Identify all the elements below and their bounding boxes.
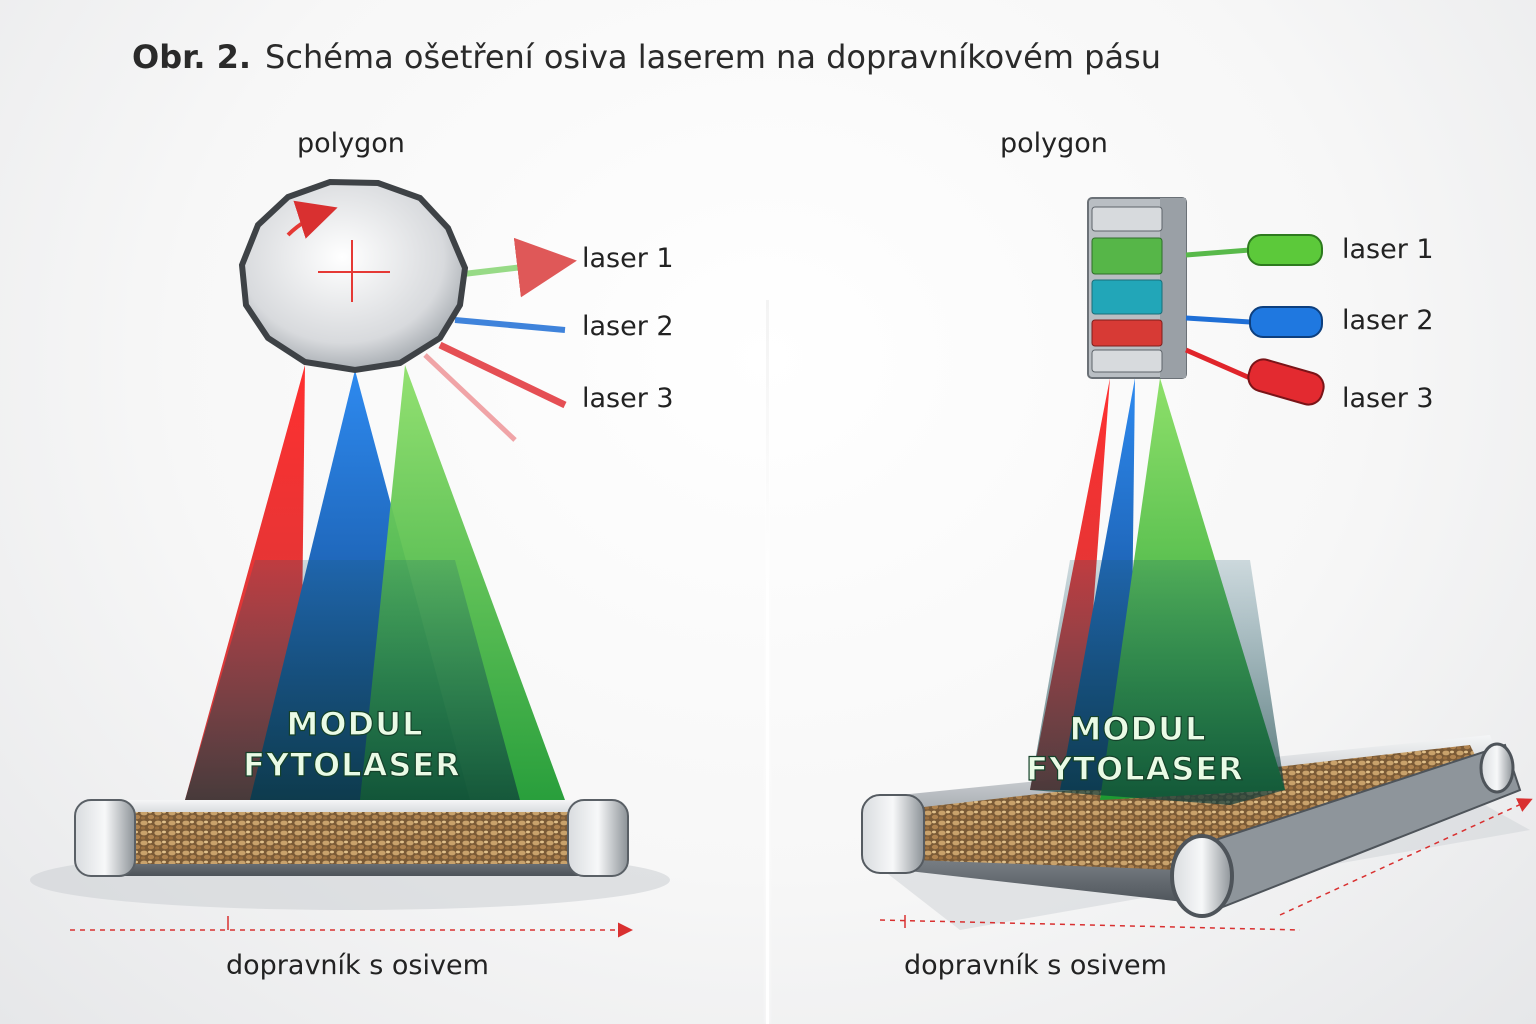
laser-3-label-2: laser 3: [1342, 383, 1434, 414]
module-body-2: [1030, 560, 1285, 805]
laser-2-label-2: laser 2: [1342, 305, 1434, 336]
polygon-label: polygon: [297, 128, 405, 159]
panel-left: MODUL FYTOLASER: [30, 178, 670, 938]
figure-title: Schéma ošetření osiva laserem na dopravn…: [265, 38, 1161, 76]
polygon-label-2: polygon: [1000, 128, 1108, 159]
module-text-line-2: FYTOLASER: [243, 746, 461, 784]
laser-1-label-2: laser 1: [1342, 234, 1434, 265]
facet-cyan: [1091, 279, 1163, 315]
figure-number: Obr. 2.: [132, 38, 252, 76]
laser-ray-3: [438, 341, 567, 409]
rotation-arrow-icon: [286, 200, 338, 239]
module-body: [185, 560, 520, 800]
laser-ray-1: [454, 237, 577, 298]
figure-caption: Obr. 2. Schéma ošetření osiva laserem na …: [132, 38, 1161, 76]
laser-2-label: laser 2: [582, 311, 674, 342]
laser-ray-3-2: [1184, 347, 1252, 381]
module-text-line-1-2: MODUL: [1070, 710, 1207, 748]
facet-green: [1091, 237, 1163, 275]
polygon-block: [1087, 197, 1187, 379]
conveyor-roller-right: [567, 799, 629, 877]
polygon-mirror-disc: [238, 178, 469, 374]
conveyor-roller-left: [74, 799, 136, 877]
panel-divider: [766, 300, 769, 1024]
conveyor-label: dopravník s osivem: [226, 950, 489, 981]
conveyor-belt-2: [861, 735, 1522, 918]
facet-red: [1091, 319, 1163, 347]
laser-ray-1-2: [1185, 247, 1251, 258]
laser-3-label: laser 3: [582, 383, 674, 414]
conveyor-roller-front: [1170, 834, 1234, 918]
conveyor-roller-back: [1479, 742, 1515, 794]
module-text-line-1: MODUL: [287, 705, 424, 743]
motion-line-2: [879, 919, 1301, 931]
laser-3-device-icon: [1247, 358, 1325, 406]
laser-ray-2: [454, 317, 566, 333]
laser-2-device-icon: [1249, 306, 1323, 338]
module-text-line-2-2: FYTOLASER: [1026, 750, 1244, 788]
laser-1-device-icon: [1247, 234, 1323, 266]
conveyor-belt: [74, 799, 629, 877]
laser-ray-2-2: [1185, 315, 1251, 325]
panel-right: MODUL FYTOLASER: [861, 197, 1533, 931]
conveyor-roller-left-2: [861, 794, 925, 874]
laser-1-label: laser 1: [582, 243, 674, 274]
conveyor-label-2: dopravník s osivem: [904, 950, 1167, 981]
